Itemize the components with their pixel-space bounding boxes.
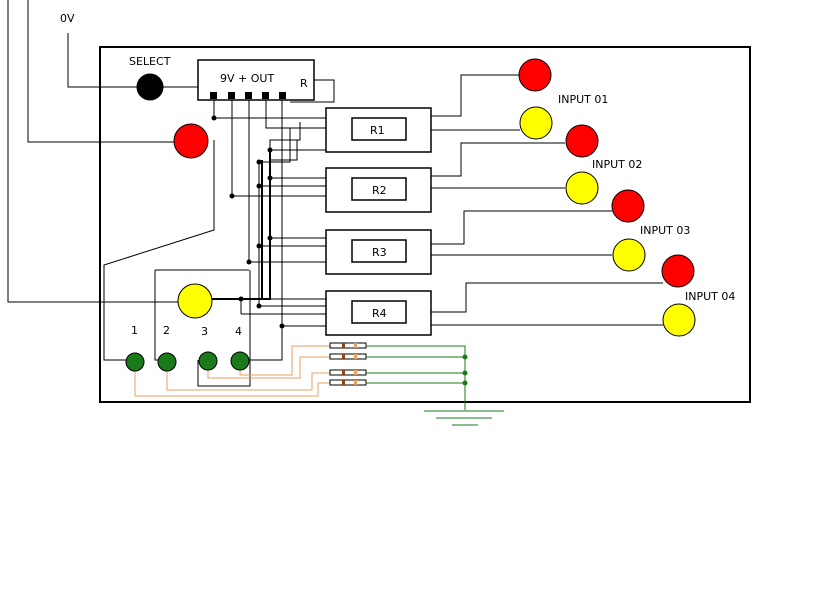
output-led-red-4 xyxy=(661,254,695,288)
ground-junctions xyxy=(462,354,468,386)
select-label: SELECT xyxy=(129,55,171,68)
relay-r4: R4 xyxy=(325,290,432,336)
board-outline xyxy=(99,46,751,403)
relay-r1-label: R1 xyxy=(370,124,385,137)
output-led-yellow-3 xyxy=(612,238,646,272)
left-led-red xyxy=(173,123,209,159)
left-led-yellow xyxy=(177,283,213,319)
relay-r4-label: R4 xyxy=(372,307,387,320)
output-led-red-2 xyxy=(565,124,599,158)
relay-r2-label: R2 xyxy=(372,184,387,197)
pulldown-wires xyxy=(134,345,330,397)
out-block: 9V + OUT R xyxy=(197,59,315,101)
input-02-label: INPUT 02 xyxy=(592,158,642,171)
pulldown-resistors xyxy=(329,342,367,386)
input-button-4[interactable] xyxy=(230,351,250,371)
input-01-label: INPUT 01 xyxy=(558,93,608,106)
relay-output-wires xyxy=(431,74,663,326)
input-button-3[interactable] xyxy=(198,351,218,371)
input-03-label: INPUT 03 xyxy=(640,224,690,237)
output-led-yellow-1 xyxy=(519,106,553,140)
zero-volt-label: 0V xyxy=(60,12,75,25)
junction-dots xyxy=(211,115,285,329)
output-led-yellow-4 xyxy=(662,303,696,337)
button-number-3: 3 xyxy=(201,325,208,338)
button-number-2: 2 xyxy=(163,324,170,337)
input-04-label: INPUT 04 xyxy=(685,290,735,303)
relay-r3-label: R3 xyxy=(372,246,387,259)
button-number-4: 4 xyxy=(235,325,242,338)
relay-r1: R1 xyxy=(325,107,432,153)
relay-r2: R2 xyxy=(325,167,432,213)
input-button-1[interactable] xyxy=(125,352,145,372)
out-block-label: 9V + OUT xyxy=(220,72,274,85)
output-led-red-1 xyxy=(518,58,552,92)
relay-r3: R3 xyxy=(325,229,432,275)
out-block-r-label: R xyxy=(300,77,308,90)
external-wires xyxy=(7,0,180,303)
button-number-1: 1 xyxy=(131,324,138,337)
input-button-2[interactable] xyxy=(157,352,177,372)
ground-wires xyxy=(366,345,504,426)
output-led-yellow-2 xyxy=(565,171,599,205)
select-button[interactable] xyxy=(136,73,164,101)
output-led-red-3 xyxy=(611,189,645,223)
internal-wiring xyxy=(103,100,326,387)
